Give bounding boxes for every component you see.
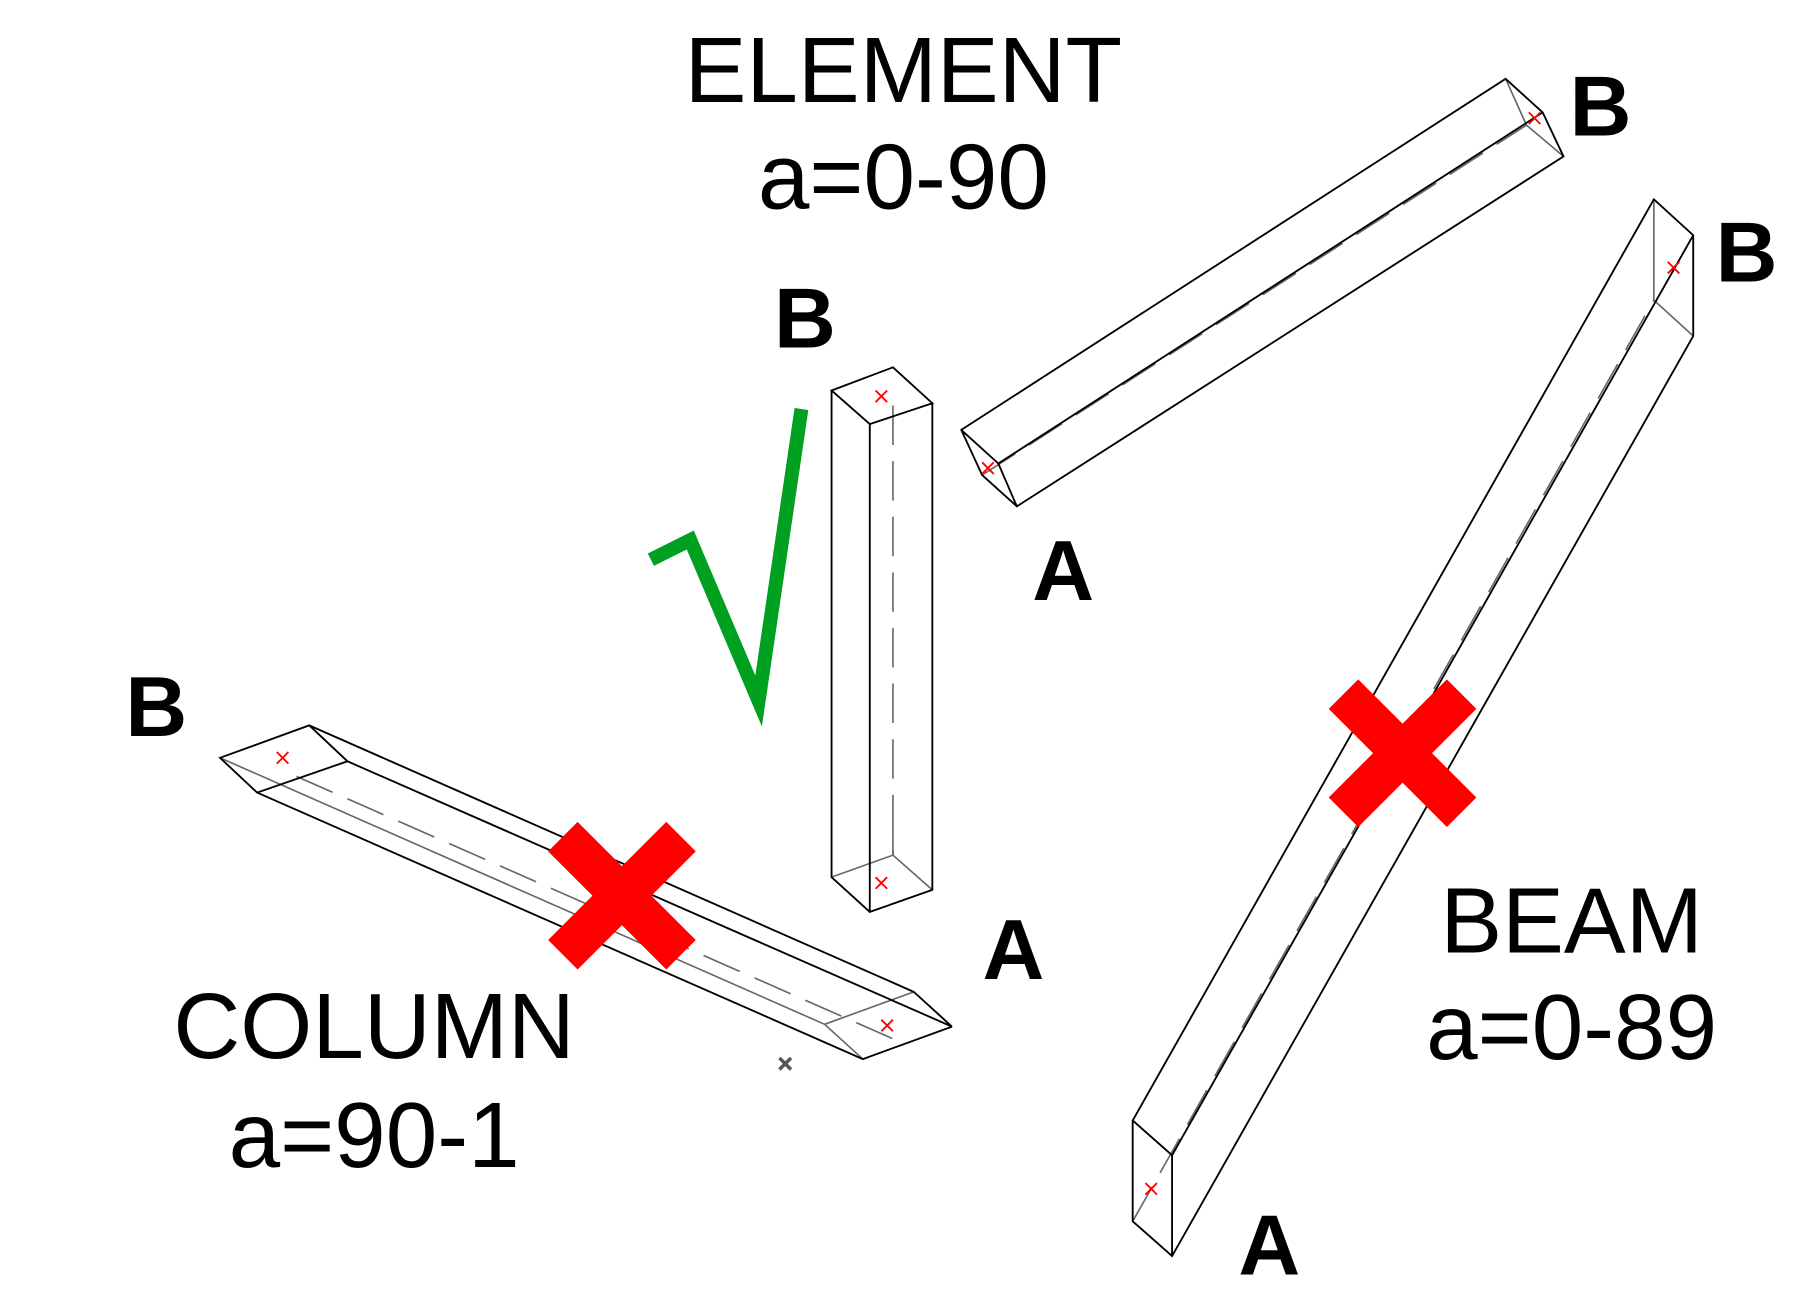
- column-element: [218, 724, 953, 1071]
- beam-end-b: B: [1716, 205, 1778, 301]
- beam-cross-icon: [1328, 679, 1477, 828]
- vertical-end-a: A: [982, 902, 1044, 998]
- beam-title: BEAM: [1440, 868, 1703, 972]
- element-range: a=0-90: [758, 125, 1049, 229]
- column-title: COLUMN: [173, 974, 574, 1078]
- inclined-end-b: B: [1570, 59, 1632, 155]
- inclined-end-a: A: [1032, 523, 1094, 619]
- beam-end-a: A: [1238, 1198, 1300, 1294]
- vertical-element: [829, 366, 935, 913]
- column-end-b: B: [125, 659, 187, 755]
- column-range: a=90-1: [229, 1083, 520, 1187]
- check-icon: [647, 408, 809, 727]
- inclined-element: [960, 77, 1565, 508]
- vertical-end-b: B: [774, 271, 836, 367]
- element-title: ELEMENT: [685, 18, 1123, 122]
- column-cross-icon: [548, 821, 696, 970]
- beam-range: a=0-89: [1426, 975, 1717, 1079]
